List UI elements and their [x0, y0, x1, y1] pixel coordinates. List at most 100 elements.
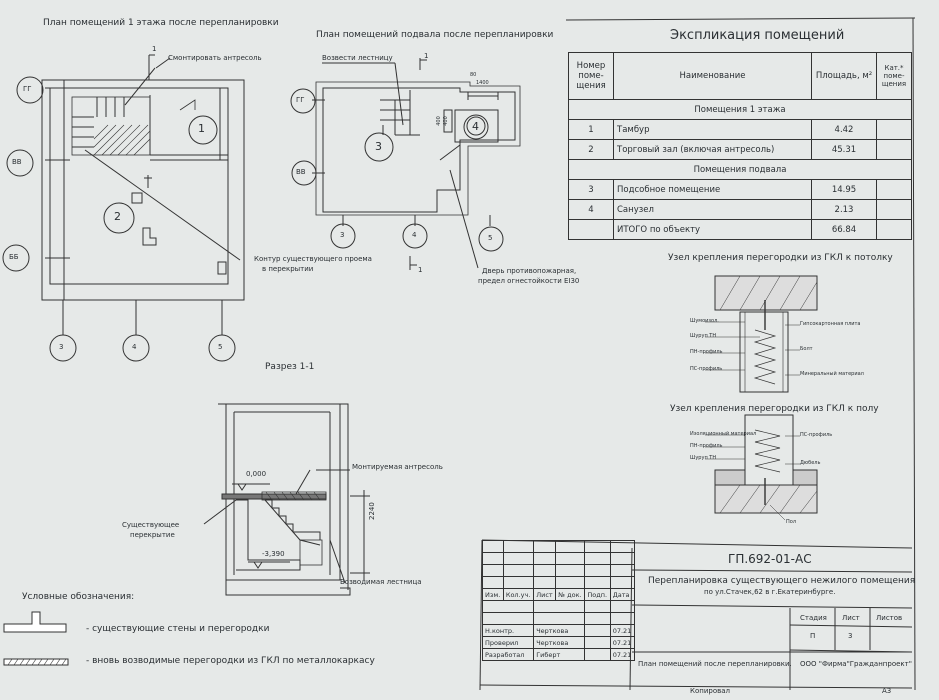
stamp-person-row: Разработал Гиберт 07.21	[481, 648, 636, 661]
basement-title: План помещений подвала после перепланиро…	[316, 30, 554, 40]
row-num: 3	[568, 179, 614, 200]
axis-3-label: 3	[59, 343, 64, 351]
person-date: 07.21	[609, 636, 636, 649]
row-name: Торговый зал (включая антресоль)	[613, 139, 812, 160]
total-label: ИТОГО по объекту	[613, 219, 812, 240]
stamp-person-row: Проверил Черткова 07.21	[481, 636, 636, 649]
col-header: № док.	[555, 588, 586, 601]
section-label-existing2: перекрытие	[130, 531, 175, 539]
row-area: 14.95	[811, 179, 877, 200]
row-area: 2.13	[811, 199, 877, 220]
basement-label-door: Дверь противопожарная,	[482, 267, 577, 275]
person-date: 07.21	[609, 624, 636, 637]
title-block: Изм. Кол.уч. Лист № док. Подп. Дата Н.ко…	[481, 540, 912, 690]
person-sign	[584, 636, 611, 649]
person-sign	[584, 624, 611, 637]
row-num: 1	[568, 119, 614, 140]
axis-5-label: 5	[218, 343, 223, 351]
node-ceiling-label: ПС-профиль	[690, 366, 723, 372]
stamp-sheet-name: План помещений после перепланировки.	[638, 660, 792, 668]
node-floor-label: ПС-профиль	[800, 432, 833, 438]
axis-bb-label: ББ	[9, 253, 19, 261]
person-role: Н.контр.	[481, 624, 535, 637]
axis-4-label: 4	[132, 343, 137, 351]
col-header: Лист	[533, 588, 557, 601]
node-floor-label: Дюбель	[800, 460, 821, 466]
row-category	[876, 139, 912, 160]
stamp-grid: Изм. Кол.уч. Лист № док. Подп. Дата Н.ко…	[481, 540, 636, 661]
stamp-code: ГП.692-01-АС	[728, 552, 812, 566]
person-role: Разработал	[481, 648, 535, 661]
node-ceiling-label: Минеральный материал	[800, 371, 864, 377]
col-header: Подп.	[584, 588, 611, 601]
room2-number: 2	[114, 210, 121, 223]
node-floor-label: Пол	[786, 519, 797, 525]
dim-400-b: 400	[442, 116, 449, 126]
plan1-section-mark: 1	[152, 45, 157, 53]
basement-label-stairs: Возвести лестницу	[322, 54, 393, 62]
level-bottom: -3,390	[262, 550, 285, 558]
plan1-label-contour: Контур существующего проема	[254, 255, 372, 263]
room3-number: 3	[375, 140, 382, 153]
table-row: 3 Подсобное помещение 14.95	[568, 179, 912, 200]
dim-80: 80	[470, 72, 477, 78]
legend-item-existing: - существующие стены и перегородки	[86, 624, 270, 634]
basement-axis-3: 3	[340, 231, 345, 239]
section-title: Разрез 1-1	[265, 362, 315, 372]
row-area: 45.31	[811, 139, 877, 160]
table-row: 1 Тамбур 4.42	[568, 119, 912, 140]
basement-section-mark-top: 1	[424, 52, 429, 60]
node-ceiling-label: Болт	[800, 346, 813, 352]
node-floor-label: Изоляционный материал	[690, 431, 757, 437]
stamp-stage-value: П	[810, 632, 816, 640]
basement-axis-5: 5	[488, 234, 493, 242]
room1-number: 1	[198, 122, 205, 135]
row-name: Санузел	[613, 199, 812, 220]
table-row: 4 Санузел 2.13	[568, 199, 912, 220]
row-num: 4	[568, 199, 614, 220]
stamp-col-header-row: Изм. Кол.уч. Лист № док. Подп. Дата	[482, 588, 636, 601]
row-num: 2	[568, 139, 614, 160]
total-category	[876, 219, 912, 240]
group-floor1: Помещения 1 этажа	[568, 99, 912, 120]
room4-number: 4	[472, 120, 479, 133]
header-number: Номер поме- щения	[568, 52, 614, 100]
total-spacer	[568, 219, 614, 240]
explication-title: Экспликация помещений	[670, 28, 845, 43]
node-ceiling-title: Узел крепления перегородки из ГКЛ к пото…	[668, 253, 893, 263]
table-group-row: Помещения подвала	[568, 159, 912, 180]
basement-label-door2: предел огнестойкости EI30	[478, 277, 580, 285]
node-floor-label: Шуруп ТН	[690, 455, 717, 461]
plan1-title: План помещений 1 этажа после перепланиро…	[43, 18, 279, 28]
section-label-mezzanine: Монтируемая антресоль	[352, 463, 443, 471]
stamp-project: Перепланировка существующего нежилого по…	[648, 576, 916, 586]
dim-400-a: 400	[435, 116, 442, 126]
node-floor-label: ПН-профиль	[690, 443, 723, 449]
col-header: Изм.	[482, 588, 504, 601]
axis-vv-label: ВВ	[12, 158, 22, 166]
legend-item-new: - вновь возводимые перегородки из ГКЛ по…	[86, 656, 375, 666]
height-dim: 2240	[368, 502, 376, 520]
node-ceiling-label: Гипсокартонная плита	[800, 321, 861, 327]
col-header: Кол.уч.	[502, 588, 535, 601]
stamp-person-row: Н.контр. Черткова 07.21	[481, 624, 636, 637]
row-name: Тамбур	[613, 119, 812, 140]
section-label-stairs: Возводимая лестница	[340, 578, 422, 586]
node-ceiling-label: ПН-профиль	[690, 349, 723, 355]
row-category	[876, 179, 912, 200]
plan1-label-dismantle: Смонтировать антресоль	[168, 54, 262, 62]
table-row: 2 Торговый зал (включая антресоль) 45.31	[568, 139, 912, 160]
table-group-row: Помещения 1 этажа	[568, 99, 912, 120]
node-ceiling-label: Шумоизол.	[690, 318, 719, 324]
stamp-sheet-value: 3	[848, 632, 853, 640]
row-name: Подсобное помещение	[613, 179, 812, 200]
person-role: Проверил	[481, 636, 535, 649]
section-label-existing: Существующее	[122, 521, 180, 529]
basement-axis-vv: ВВ	[296, 168, 306, 176]
person-name: Черткова	[533, 624, 586, 637]
total-area: 66.84	[811, 219, 877, 240]
person-date: 07.21	[609, 648, 636, 661]
header-area: Площадь, м²	[811, 52, 877, 100]
